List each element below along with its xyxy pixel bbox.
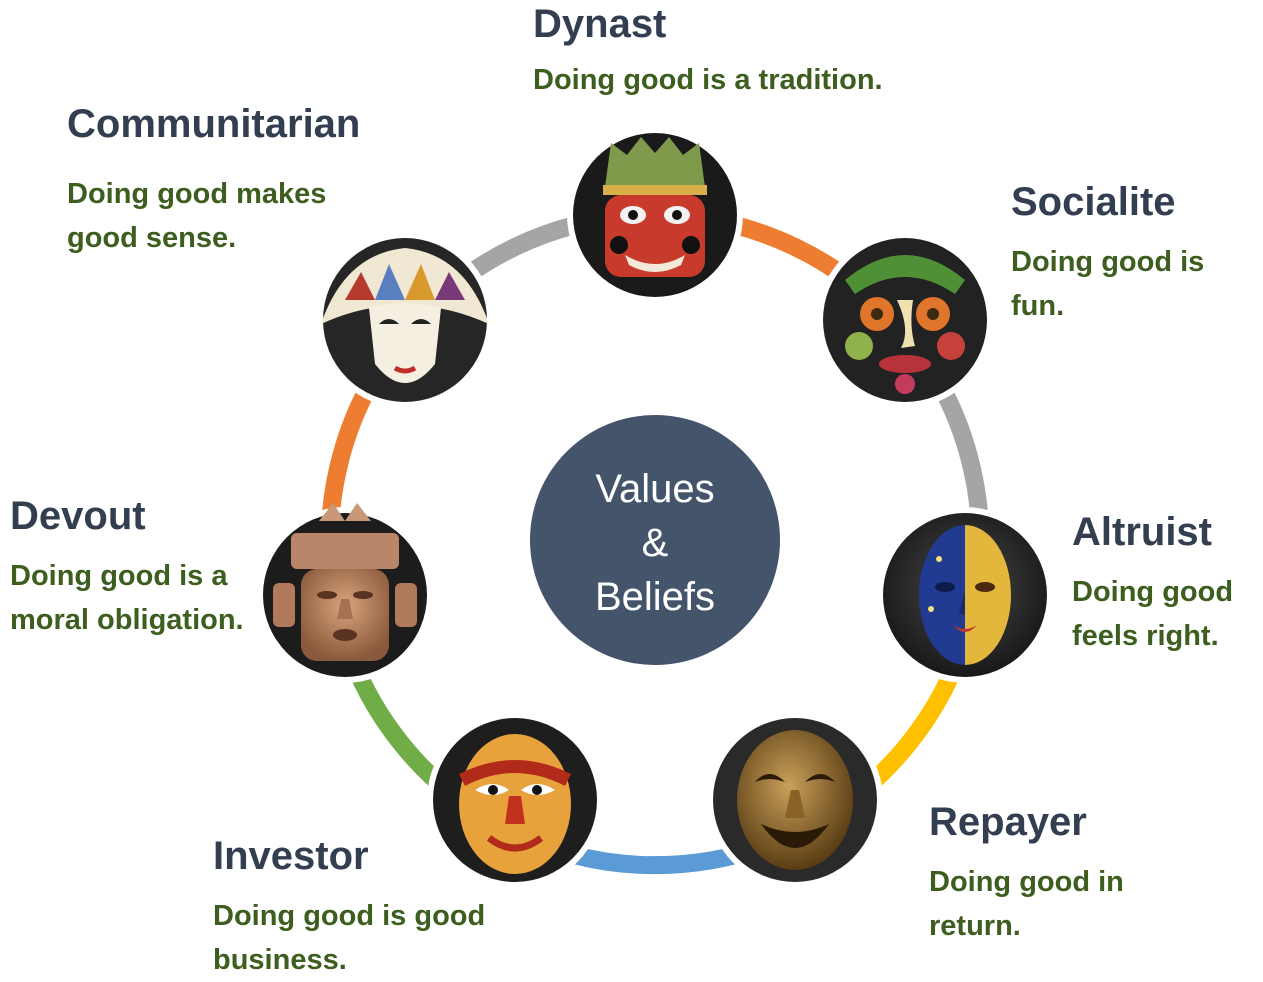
communitarian-mask-image	[317, 232, 493, 408]
persona-name: Dynast	[533, 2, 667, 46]
persona-description: Doing good in return.	[929, 866, 1124, 942]
persona-description: Doing good is fun.	[1011, 246, 1205, 322]
center-line-beliefs: Beliefs	[594, 575, 716, 619]
center-line-values: Values	[595, 467, 715, 511]
persona-altruist: Altruist Doing good feels right.	[1072, 510, 1260, 658]
persona-description: Doing good makes good sense.	[67, 178, 327, 254]
devout-mask-image	[257, 503, 433, 683]
persona-dynast: Dynast Doing good is a tradition.	[533, 2, 953, 102]
persona-name: Socialite	[1011, 180, 1176, 224]
persona-communitarian: Communitarian Doing good makes good sens…	[67, 102, 367, 260]
persona-name: Devout	[10, 494, 146, 538]
socialite-mask-image	[817, 232, 993, 408]
persona-description: Doing good is a tradition.	[533, 64, 883, 96]
persona-description: Doing good is a moral obligation.	[10, 560, 244, 636]
persona-name: Repayer	[929, 800, 1087, 844]
center-label: Values & Beliefs	[530, 418, 780, 668]
repayer-mask-image	[707, 712, 883, 888]
persona-devout: Devout Doing good is a moral obligation.	[10, 494, 250, 642]
persona-name: Investor	[213, 834, 369, 878]
center-circle	[530, 415, 780, 665]
center-line-ampersand: &	[641, 521, 669, 565]
persona-repayer: Repayer Doing good in return.	[929, 800, 1164, 948]
investor-mask-image	[427, 712, 603, 888]
persona-name: Altruist	[1072, 510, 1212, 554]
persona-socialite: Socialite Doing good is fun.	[1011, 180, 1256, 328]
altruist-mask-image	[877, 507, 1053, 683]
persona-name: Communitarian	[67, 102, 361, 146]
dynast-mask-image	[567, 127, 743, 303]
persona-investor: Investor Doing good is good business.	[213, 834, 543, 982]
persona-description: Doing good feels right.	[1072, 576, 1234, 652]
persona-description: Doing good is good business.	[213, 900, 486, 976]
